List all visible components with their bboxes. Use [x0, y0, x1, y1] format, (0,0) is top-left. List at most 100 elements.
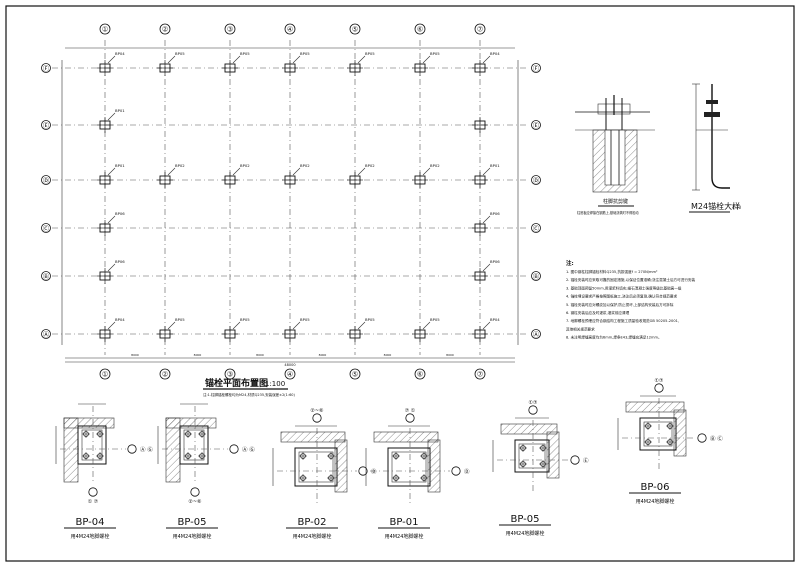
plate-outline — [514, 439, 550, 473]
axis-bubble-side — [229, 444, 239, 454]
axis-label-side: Ⓐ Ⓖ — [242, 445, 255, 453]
axis-bubble-left — [41, 329, 51, 339]
axis-bubble-bottom — [99, 368, 111, 380]
general-notes: 注: 1. 图中钢柱柱脚锚栓材料Q235,抗拔强度f = 270N/mm²2. … — [566, 259, 696, 340]
axis-bubble-top — [159, 23, 171, 35]
axis-bubble-top — [414, 23, 426, 35]
axis-bubble-bottom — [414, 368, 426, 380]
bp-tag: BP02 — [365, 163, 375, 168]
bay-dim: 8000 — [194, 353, 202, 357]
axis-label-top: ⑥ — [417, 26, 423, 34]
axis-bubble-side — [570, 455, 580, 465]
axis-label-bottom: ⑤ — [352, 371, 358, 379]
note-line: 其他相关规范要求 — [566, 326, 595, 331]
bolt-scale: 1:10 — [732, 205, 741, 210]
bp-leader — [107, 112, 116, 121]
axis-label-bottom: ②~⑥ — [188, 499, 202, 505]
note-line: 8. 未注明焊缝高度均为6mm,焊条E43,焊缝应满足12mm。 — [566, 335, 662, 340]
axis-label-top: ①⑦ — [655, 378, 664, 384]
axis-label-top: ① — [102, 26, 108, 34]
column-section — [427, 439, 441, 493]
notes-heading: 注: — [566, 259, 574, 267]
note-line: 6. 钢柱安装后应及时灌浆,灌浆前应清理 — [566, 310, 630, 315]
axis-label-right: Ⓑ — [533, 272, 540, 280]
note-line: 3. 基础顶面预留50mm,用灌浆料填实,细石混凝土强度等级比基础高一级 — [566, 285, 682, 290]
bp-tag: BP05 — [240, 51, 250, 56]
bp-tag: BP01 — [115, 163, 125, 168]
axis-label-top: ③ — [227, 26, 233, 34]
bp-label: BP-01 — [389, 517, 418, 528]
plate-inner — [183, 429, 205, 461]
bay-dim: 8000 — [131, 353, 139, 357]
plate-inner — [81, 429, 103, 461]
axis-bubble-top — [654, 383, 664, 393]
bp-leader — [232, 167, 241, 176]
m24-bolt-detail: M24锚栓大样 1:10 — [689, 83, 741, 213]
axis-label-left: Ⓒ — [43, 224, 50, 232]
column-section — [280, 431, 346, 443]
anchor-section-detail: 柱脚抗剪键 柱底板应焊接在钢筋上,基础浇筑时不得松动 — [575, 95, 655, 215]
column-section — [373, 431, 439, 443]
axis-bubble-right — [531, 329, 541, 339]
bp-tag: BP05 — [300, 51, 310, 56]
bp-leader — [292, 321, 301, 330]
bp-tag: BP05 — [175, 317, 185, 322]
note-line: 7. 地脚螺栓预埋应符合钢结构工程施工质量验收规范GB 50205-2001, — [566, 318, 679, 323]
axis-label-top: ⑤ — [352, 26, 358, 34]
bay-dim: 8000 — [319, 353, 327, 357]
bp-tag: BP05 — [175, 51, 185, 56]
axis-label-left: Ⓑ — [43, 272, 50, 280]
bp-label: BP-05 — [177, 517, 206, 528]
bay-dim: 8000 — [256, 353, 264, 357]
column-section — [625, 401, 685, 413]
axis-label-bottom: ④ — [287, 371, 293, 379]
axis-label-top: ④ — [287, 26, 293, 34]
axis-label-top: ②~⑥ — [310, 408, 324, 414]
axis-bubble-top — [474, 23, 486, 35]
bp-sublabel: 用4M24地脚螺栓 — [506, 530, 545, 537]
axis-label-right: Ⓔ — [533, 121, 540, 129]
axis-label-side: Ⓓ — [464, 467, 470, 475]
axis-label-left: Ⓐ — [43, 330, 50, 338]
plate-inner — [391, 451, 427, 483]
bp-tag: BP05 — [430, 317, 440, 322]
bp-tag: BP06 — [115, 259, 125, 264]
bp-sublabel: 用4M24地脚螺栓 — [71, 533, 110, 540]
axis-bubble-right — [531, 271, 541, 281]
column-section — [673, 409, 687, 457]
column-section — [63, 417, 115, 429]
axis-bubble-top — [405, 413, 415, 423]
bp-leader — [232, 321, 241, 330]
bp-tag: BP04 — [115, 317, 125, 322]
axis-bubble-bottom — [190, 487, 200, 497]
bp-leader — [482, 167, 491, 176]
column-section — [546, 431, 560, 479]
axis-label-bottom: ⑦ — [477, 371, 483, 379]
axis-bubble-bottom — [88, 487, 98, 497]
axis-bubble-top — [349, 23, 361, 35]
axis-bubble-left — [41, 63, 51, 73]
bp-leader — [482, 263, 491, 272]
bp-leader — [422, 167, 431, 176]
axis-label-bottom: ③ — [227, 371, 233, 379]
bp-leader — [107, 321, 116, 330]
plate-inner — [298, 451, 334, 483]
plan-note: 注:1.柱脚锚栓螺栓均为M24,材质Q235,安装误差±2(1:60) — [203, 392, 296, 397]
bp-leader — [292, 167, 301, 176]
note-line: 5. 锚栓安装时应对螺纹加以保护,防止损坏,上部结构安装后方可拆除 — [566, 302, 674, 307]
bp-leader — [107, 55, 116, 64]
axis-bubble-top — [99, 23, 111, 35]
axis-label-side: Ⓓ — [371, 467, 377, 475]
bp-leader — [422, 321, 431, 330]
bp-leader — [107, 263, 116, 272]
bolt-title: M24锚栓大样 — [691, 201, 740, 211]
column-section — [500, 423, 558, 435]
axis-label-right: Ⓒ — [533, 224, 540, 232]
bp-tag: BP04 — [490, 317, 500, 322]
bp-tag: BP02 — [175, 163, 185, 168]
